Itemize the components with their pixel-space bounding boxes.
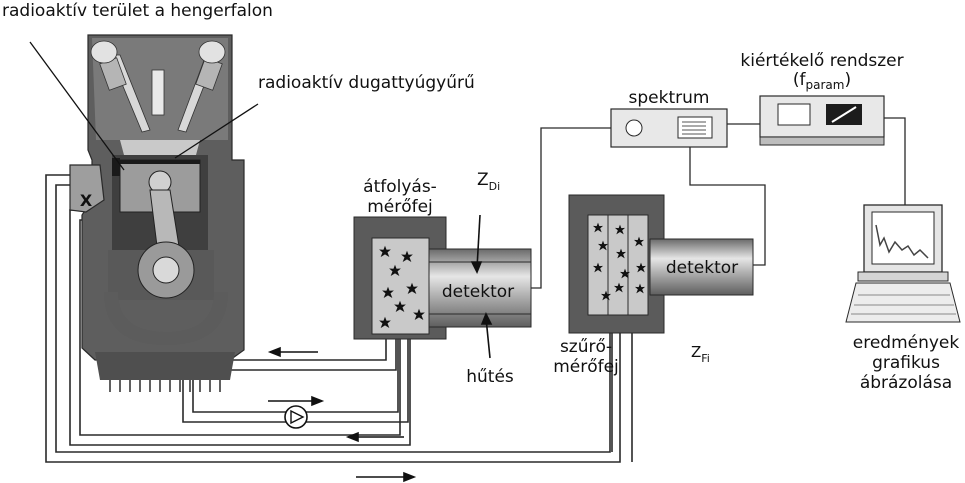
detector-left: detektor [428, 248, 532, 328]
filter-measuring-head [568, 194, 665, 334]
label-filter-head-1: szűrő- [560, 337, 612, 357]
flow-chamber [371, 237, 430, 335]
computer-icon [845, 204, 961, 323]
oscilloscope-icon [871, 211, 935, 265]
flow-arrow-icon [480, 312, 493, 359]
oil-sump [95, 352, 235, 380]
flow-arrows [267, 214, 493, 483]
valve-x: X [69, 164, 105, 213]
detector-right-label: detektor [666, 258, 738, 278]
label-radioactive-piston-ring: radioaktív dugattyúgyűrű [258, 73, 475, 93]
flow-arrow-icon [470, 214, 483, 274]
label-results-1: eredmények [853, 333, 960, 353]
label-results-2: grafikus [872, 353, 940, 373]
flow-arrow-icon [267, 346, 318, 358]
radioactive-wall-zone [112, 158, 120, 176]
label-flow-head-1: átfolyás- [363, 177, 437, 197]
pipe-return-top-inner [230, 338, 387, 361]
signal-wires [531, 117, 906, 289]
label-radioactive-cylinder-wall: radioaktív terület a hengerfalon [2, 1, 273, 21]
flow-arrow-icon [268, 395, 325, 407]
label-cooling: hűtés [466, 367, 514, 387]
spectrum-unit [610, 108, 728, 148]
valve-x-label: X [80, 191, 93, 210]
spark-plug [151, 69, 165, 116]
detector-left-label: detektor [442, 282, 514, 302]
evaluation-label-line1: kiértékelő rendszer [740, 51, 903, 71]
flow-arrow-icon [345, 431, 404, 443]
label-filter-head-2: mérőfej [553, 357, 619, 377]
evaluation-system [759, 95, 885, 146]
flow-arrow-icon [356, 471, 417, 483]
cam-right [198, 40, 226, 64]
evaluation-base [759, 136, 885, 146]
spectrum-display [677, 116, 713, 139]
label-z-di: ZDi [477, 170, 500, 193]
oil-pan-curve [104, 292, 228, 345]
keyboard [845, 282, 961, 323]
spectrum-label: spektrum [629, 88, 710, 108]
pump-icon [284, 405, 308, 429]
evaluation-label-line2: (fparam) [793, 70, 851, 92]
cam-left [90, 40, 118, 64]
detector-right: detektor [649, 238, 754, 296]
label-flow-head-2: mérőfej [367, 197, 433, 217]
label-results-3: ábrázolása [860, 373, 952, 393]
engine-cross-section [81, 34, 245, 392]
pipe-outer-loop [45, 174, 621, 463]
evaluation-screen-left [777, 103, 811, 126]
leader-lines [29, 41, 259, 171]
label-z-fi: ZFi [691, 343, 710, 365]
filter-chamber-3 [627, 214, 649, 316]
radioactive-ring [120, 160, 200, 164]
pipe-outer-loop-inner [55, 184, 611, 453]
oil-pan-fins [109, 380, 221, 392]
spectrum-knob-icon [625, 119, 643, 137]
pipe-return-top [230, 338, 397, 371]
